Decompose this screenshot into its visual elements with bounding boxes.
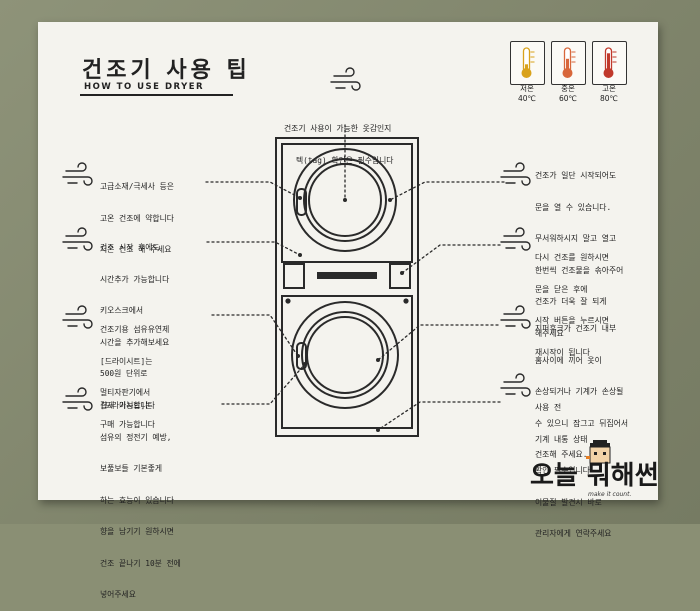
tip-line: 건조가 더욱 잘 되게 (535, 297, 607, 306)
thermometer-level (566, 58, 569, 72)
temp-name: 고온 (602, 84, 616, 93)
tip-line: 건조기용 섬유유연제 (100, 325, 170, 334)
temp-name: 중온 (561, 84, 575, 93)
left-tip-2: 건조 시작 후에도 시간추가 가능합니다 키오스크에서 시간을 추가해보세요 5… (100, 222, 169, 422)
temp-mid-label: 중온 60℃ (548, 84, 588, 103)
thermometer-icon (562, 47, 576, 78)
wind-icon (330, 67, 361, 91)
right-tip-1: 건조가 일단 시작되어도 문을 열 수 있습니다. 무서워하시지 말고 열고 한… (535, 150, 623, 350)
tip-line: 이물질 발견시 바로 (535, 497, 602, 507)
tip-line: 시간추가 가능합니다 (100, 274, 170, 284)
thermometer-level (607, 53, 610, 72)
tip-line: 무서워하시지 말고 열고 (535, 234, 617, 243)
temp-low-label: 저온 40℃ (507, 84, 547, 103)
tip-line: 다시 건조를 원하시면 (535, 253, 609, 262)
tip-line: 건조 끝나기 10분 전에 (100, 558, 181, 568)
tip-line: 사용 전 (535, 403, 562, 412)
wind-icon (62, 227, 93, 251)
wind-icon (62, 162, 93, 186)
tip-line: 문을 열 수 있습니다. (535, 202, 612, 212)
tip-line: [드라이시트]는 (100, 401, 153, 410)
temp-value: 80℃ (600, 93, 618, 103)
thermometer-icon (521, 47, 535, 78)
tip-line: 해주세요 (535, 328, 564, 338)
tip-line: 건조해 주세요. (535, 450, 588, 459)
wind-icon (500, 227, 531, 251)
tip-line: 한번씩 건조물을 솎아주어 (535, 265, 624, 275)
temp-value: 40℃ (518, 93, 536, 103)
tip-line: 멀티자판기에서 (100, 388, 151, 397)
tip-line: 지퍼후크가 건조기 내부 (535, 324, 617, 333)
tip-line: 결제 가능합니다 (100, 400, 155, 410)
right-tip-3: 지퍼후크가 건조기 내부 홈사이에 끼어 옷이 손상되거나 기계가 손상될 수 … (535, 303, 628, 471)
tip-line: 고급소재/극세사 등은 (100, 182, 174, 191)
left-tip-1: 고급소재/극세사 등은 고온 건조에 약합니다 저온 건조 해 주세요 (100, 161, 174, 266)
title-underline (80, 94, 233, 96)
tip-line: 넣어주세요 (100, 590, 136, 599)
stacked-dryer-illustration (275, 137, 419, 437)
wind-icon (500, 373, 531, 397)
svg-text:make it count.: make it count. (588, 491, 631, 498)
tip-line: 고온 건조에 약합니다 (100, 213, 174, 223)
tip-line: 키오스크에서 (100, 306, 144, 315)
tip-line: 하는 효능이 있습니다 (100, 495, 174, 505)
thermometer-icons (521, 47, 617, 78)
tip-line: 건조기 사용이 가능한 옷감인지 (284, 124, 392, 133)
tip-line: 시작 버튼을 누르시면 (535, 316, 609, 325)
tip-line: 기계 내통 상태 (535, 434, 588, 444)
tip-line: 확인 필수입니다 (535, 466, 590, 475)
tip-line: 보풀보들 기본좋게 (100, 464, 163, 473)
tip-line: 관리자에게 연락주세요 (535, 529, 612, 538)
tip-line: 문을 닫은 후에 (535, 284, 588, 294)
tip-line: 섬유의 정전기 예방, (100, 432, 172, 442)
board-subtitle: HOW TO USE DRYER (84, 82, 205, 92)
cartoon-face-icon (586, 440, 611, 464)
wind-icon (62, 387, 93, 411)
temp-name: 저온 (520, 84, 534, 93)
tip-line: 건조가 일단 시작되어도 (535, 171, 617, 180)
tip-line: 향을 남기기 원하시면 (100, 527, 174, 536)
right-tip-2: 다시 건조를 원하시면 문을 닫은 후에 시작 버튼을 누르시면 재시작이 됩니… (535, 232, 609, 369)
thermometer-level (525, 64, 528, 72)
tip-line: 저온 건조 해 주세요 (100, 245, 172, 254)
tip-line: 건조 시작 후에도 (100, 243, 160, 252)
tip-line: 손상되거나 기계가 손상될 (535, 387, 624, 396)
left-tip-3: 건조기용 섬유유연제 [드라이시트]는 멀티자판기에서 구매 가능합니다 (100, 304, 169, 441)
tip-line: 재시작이 됩니다 (535, 347, 590, 357)
board-illustration (62, 47, 617, 437)
tip-line: 구매 가능합니다 (100, 419, 155, 429)
leader-lines (205, 124, 505, 431)
wind-icon (500, 305, 531, 329)
watermark-logo: 오늘 뭐해썬 make it count. (530, 440, 659, 498)
tip-line: 500원 단위로 (100, 369, 148, 378)
leader-dots (296, 196, 404, 432)
wind-icon (62, 305, 93, 329)
board-title: 건조기 사용 팁 (82, 58, 251, 83)
wind-icon (500, 162, 531, 186)
temp-high-label: 고온 80℃ (589, 84, 629, 103)
tip-line: 수 있으니 잠그고 뒤집어서 (535, 418, 628, 428)
thermometer-icon (603, 47, 617, 78)
watermark: 오늘 뭐해썬 make it count. (526, 440, 676, 500)
tip-line: 홈사이에 끼어 옷이 (535, 355, 602, 365)
svg-text:오늘 뭐해썬: 오늘 뭐해썬 (530, 461, 659, 491)
tip-line: [드라이시트]는 (100, 356, 153, 366)
tip-line: 시간을 추가해보세요 (100, 337, 170, 347)
temp-value: 60℃ (559, 93, 577, 103)
